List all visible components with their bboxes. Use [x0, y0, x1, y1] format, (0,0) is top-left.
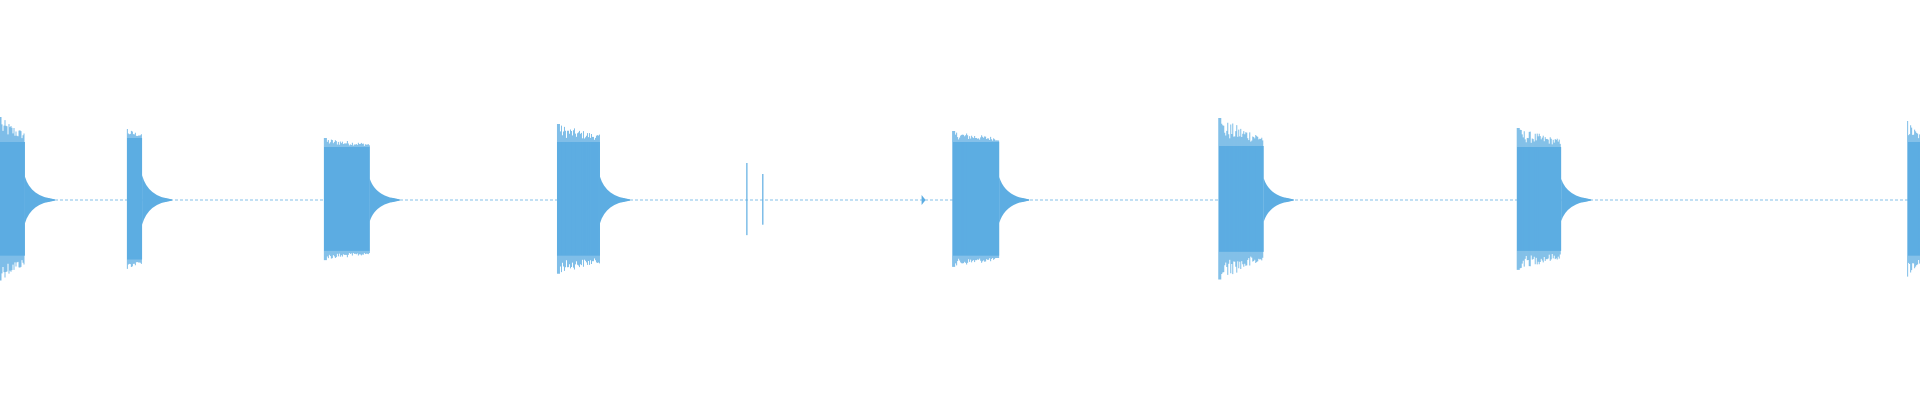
audio-burst — [0, 117, 55, 281]
audio-burst — [1218, 118, 1294, 280]
waveform-marker-icon[interactable] — [921, 195, 926, 205]
audio-burst — [952, 131, 1030, 267]
audio-bursts-group — [0, 117, 1920, 281]
audio-burst — [1516, 128, 1592, 270]
audio-burst — [126, 129, 173, 269]
markers-group — [921, 195, 926, 205]
audio-burst — [556, 124, 630, 274]
audio-burst — [323, 138, 400, 261]
audio-burst — [1907, 121, 1920, 277]
